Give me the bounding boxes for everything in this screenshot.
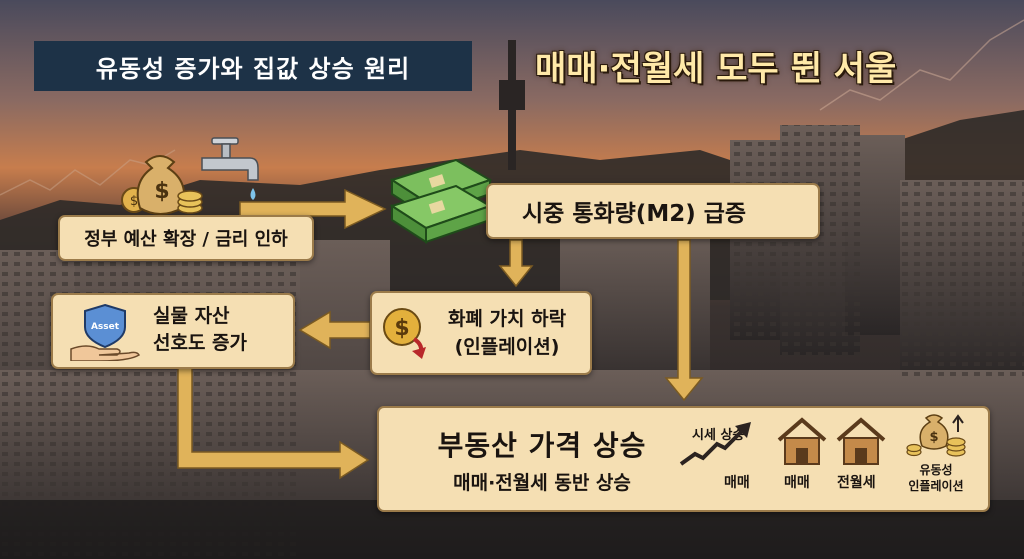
svg-text:$: $	[394, 316, 409, 341]
arrow-m2-down	[498, 239, 534, 288]
node-money-supply: 시중 통화량(M2) 급증	[486, 183, 820, 239]
house-icon	[836, 417, 886, 465]
falling-coin-icon: $	[383, 308, 426, 359]
node-inflation-line2: (인플레이션)	[454, 336, 560, 358]
trend-arrow-icon	[679, 422, 751, 466]
liquidity-label-line2: 인플레이션	[908, 479, 964, 493]
house-rent-label: 전월세	[837, 475, 876, 491]
node-gov-policy-label: 정부 예산 확장 / 금리 인하	[84, 229, 288, 250]
sale-label: 매매	[724, 475, 750, 491]
svg-text:$: $	[130, 194, 138, 209]
node-real-asset-preference: Asset 실물 자산 선호도 증가	[51, 293, 295, 369]
coin-stack-icon: $	[906, 414, 966, 457]
node-real-estate-rise: 부동산 가격 상승 매매·전월세 동반 상승 시세 상승 매매 매매 전월세 $…	[377, 406, 990, 512]
node-asset-line1: 실물 자산	[153, 305, 230, 327]
arrow-m2-to-re	[664, 239, 704, 402]
asset-hand-icon: Asset	[70, 303, 140, 361]
faucet-icon	[201, 137, 259, 200]
arrow-inflation-to-asset	[298, 310, 371, 350]
headline: 매매·전월세 모두 뛴 서울	[535, 48, 897, 89]
svg-text:$: $	[929, 430, 938, 445]
arrow-asset-to-re	[177, 364, 370, 480]
node-money-supply-label: 시중 통화량(M2) 급증	[522, 201, 747, 227]
svg-text:$: $	[154, 179, 169, 204]
node-inflation-line1: 화폐 가치 하락	[447, 308, 567, 330]
liquidity-label-line1: 유동성	[919, 463, 953, 477]
house-icon	[777, 417, 827, 465]
node-asset-line2: 선호도 증가	[153, 332, 248, 354]
node-real-estate-subtitle: 매매·전월세 동반 상승	[453, 472, 631, 494]
liquidity-label: 유동성 인플레이션	[899, 462, 973, 494]
svg-text:Asset: Asset	[91, 322, 120, 332]
node-gov-policy: 정부 예산 확장 / 금리 인하	[58, 215, 314, 261]
house-sale-label: 매매	[784, 475, 810, 491]
cash-stack-icon	[389, 158, 493, 244]
node-inflation: $ 화폐 가치 하락 (인플레이션)	[370, 291, 592, 375]
section-title: 유동성 증가와 집값 상승 원리	[34, 41, 472, 91]
money-bag-icon: $ $	[121, 155, 203, 215]
node-real-estate-title: 부동산 가격 상승	[437, 429, 647, 462]
